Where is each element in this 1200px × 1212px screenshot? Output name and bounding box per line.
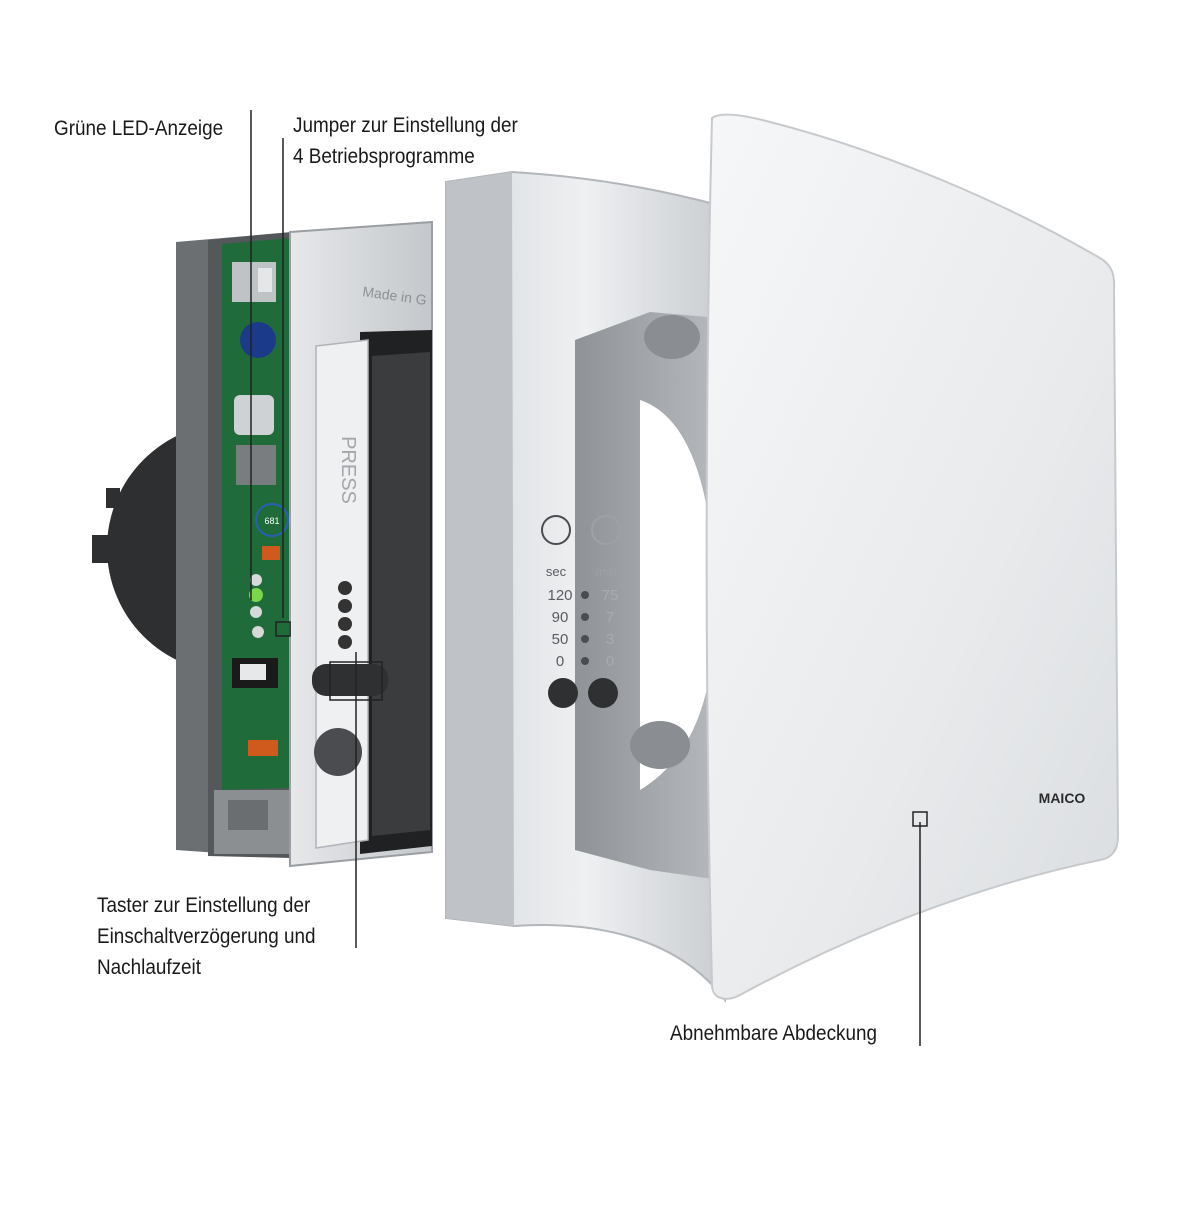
circuit-board	[222, 238, 290, 790]
jumper-pins	[338, 581, 352, 649]
dial-scale-left: 120 90 50 0	[547, 587, 572, 670]
chip-ring	[255, 503, 289, 537]
dial-value: 7	[606, 609, 614, 626]
front-frame: sec min 120 90 50 0 75 7 3 0	[445, 170, 727, 1004]
callout-line: Taster zur Einstellung der	[97, 894, 311, 917]
callout-line: Einschaltverzögerung und	[97, 925, 316, 948]
dial-value: 3	[606, 631, 614, 648]
dial-scale-right: 75 7 3 0	[602, 587, 619, 670]
dial-value: 0	[606, 653, 614, 670]
dial-value: 75	[602, 587, 619, 604]
green-led	[249, 588, 263, 602]
dial-knob-left	[548, 678, 578, 708]
dial-value: 0	[556, 653, 564, 670]
callout-taster: Taster zur Einstellung der Einschaltverz…	[97, 890, 316, 983]
callout-led-display: Grüne LED-Anzeige	[54, 113, 223, 144]
dial-unit-right: min	[596, 564, 617, 579]
callout-line: 4 Betriebsprogramme	[293, 145, 475, 168]
callout-line: Grüne LED-Anzeige	[54, 117, 224, 140]
dial-value: 120	[547, 587, 572, 604]
leader-lines	[250, 110, 928, 1046]
removable-cover: MAICO	[705, 113, 1120, 1000]
callout-line: Nachlaufzeit	[97, 956, 202, 979]
dial-value: 90	[552, 609, 569, 626]
dial-knob-right	[588, 678, 618, 708]
callout-removable-cover: Abnehmbare Abdeckung	[670, 1018, 877, 1049]
callout-line: Abnehmbare Abdeckung	[670, 1022, 878, 1045]
dial-dots	[581, 591, 589, 665]
dial-unit-left: sec	[546, 564, 567, 579]
dial-value: 50	[552, 631, 569, 648]
electronics-module: 681	[176, 232, 292, 858]
callout-line: Jumper zur Einstellung der	[293, 114, 518, 137]
callout-jumper: Jumper zur Einstellung der 4 Betriebspro…	[293, 110, 518, 172]
press-text: PRESS	[337, 436, 359, 504]
press-button	[312, 664, 388, 696]
chip-label: 681	[264, 516, 279, 526]
jumper-bracket: Made in G PRESS	[289, 220, 433, 868]
dial-right-icon	[591, 515, 621, 545]
brand-logo: MAICO	[1039, 790, 1086, 806]
dial-left-icon	[541, 515, 571, 545]
